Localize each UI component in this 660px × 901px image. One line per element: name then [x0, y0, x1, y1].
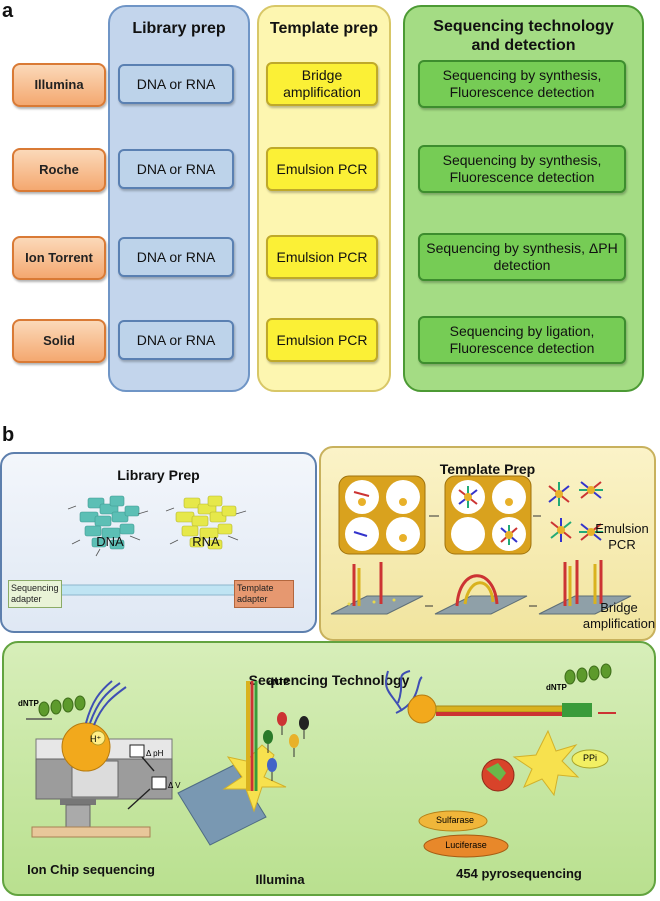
rna-label: RNA: [192, 534, 220, 549]
template-prep-title: Template prep: [269, 20, 379, 37]
pyrosequencing-label: 454 pyrosequencing: [456, 866, 582, 881]
template-cell-ion-torrent: Emulsion PCR: [266, 235, 378, 279]
library-cell-ion-torrent: DNA or RNA: [118, 237, 234, 277]
luciferase-label: Luciferase: [445, 840, 487, 850]
platform-solid: Solid: [12, 319, 106, 363]
rna-fragments-icon: [175, 495, 237, 550]
bridge-clusters-icon: [538, 560, 632, 615]
template-cell-illumina: Bridge amplification: [266, 62, 378, 106]
panel-a-letter: a: [2, 0, 14, 22]
library-cell-illumina: DNA or RNA: [118, 64, 234, 104]
dntp-beads-pyro-icon: [564, 663, 612, 685]
dntp-label-ion: dNTP: [18, 699, 39, 708]
sequencing-cell-solid: Sequencing by ligation, Fluorescence det…: [418, 316, 626, 364]
delta-v-label: Δ V: [168, 781, 181, 790]
bridge-amplification-label: Bridge amplification: [582, 600, 656, 631]
bridge-arch-icon: [434, 574, 528, 615]
bridge-flowcell-icon: [330, 562, 424, 615]
h-plus-label: H⁺: [90, 734, 102, 744]
ion-chip-label: Ion Chip sequencing: [27, 862, 155, 877]
dna-fragments-icon: [79, 495, 140, 550]
dntp-label-pyro: dNTP: [546, 683, 567, 692]
sequencing-title: Sequencing technology and detection: [433, 18, 614, 54]
library-cell-solid: DNA or RNA: [118, 320, 234, 360]
template-cell-solid: Emulsion PCR: [266, 318, 378, 362]
emulsion-amplified-icon: [444, 475, 532, 555]
platform-illumina: Illumina: [12, 63, 106, 107]
sequencing-cell-illumina: Sequencing by synthesis, Fluorescence de…: [418, 60, 626, 108]
dna-label: DNA: [96, 534, 124, 549]
delta-ph-label: Δ pH: [146, 749, 164, 758]
template-prep-illustration: [330, 475, 632, 615]
library-prep-illustration: [59, 495, 247, 596]
nucleotides-icon: [263, 712, 309, 781]
library-prep-title: Library prep: [132, 20, 226, 37]
library-prep-panel-title: Library Prep: [117, 467, 200, 483]
illumina-label: Illumina: [255, 872, 305, 887]
insert-bar: [59, 584, 241, 596]
sulfarase-label: Sulfarase: [435, 815, 475, 825]
emulsion-droplets-icon: [338, 475, 426, 555]
pyrosequencing-icon: [384, 670, 616, 858]
sequencing-cell-roche: Sequencing by synthesis, Fluorescence de…: [418, 145, 626, 193]
sequencing-technology-title: Sequencing Technology: [248, 672, 410, 688]
template-prep-panel-title: Template Prep: [439, 461, 536, 477]
sequencing-cell-ion-torrent: Sequencing by synthesis, ΔPH detection: [418, 233, 626, 281]
dntp-label-illumina: dNTP: [268, 678, 289, 687]
library-cell-roche: DNA or RNA: [118, 149, 234, 189]
template-cell-roche: Emulsion PCR: [266, 147, 378, 191]
emulsion-pcr-label: Emulsion PCR: [595, 521, 649, 552]
sequencing-adapter-box: Sequencing adapter: [8, 580, 62, 608]
platform-roche: Roche: [12, 148, 106, 192]
ppi-label: PPi: [582, 753, 597, 763]
amplified-beads-icon: [548, 481, 603, 542]
platform-ion-torrent: Ion Torrent: [12, 236, 106, 280]
ion-chip-icon: [26, 680, 173, 838]
panel-b-letter: b: [2, 424, 15, 446]
sequencing-technology-illustration: [26, 663, 616, 858]
dntp-beads-ion-icon: [38, 695, 86, 717]
template-adapter-box: Template adapter: [234, 580, 294, 608]
